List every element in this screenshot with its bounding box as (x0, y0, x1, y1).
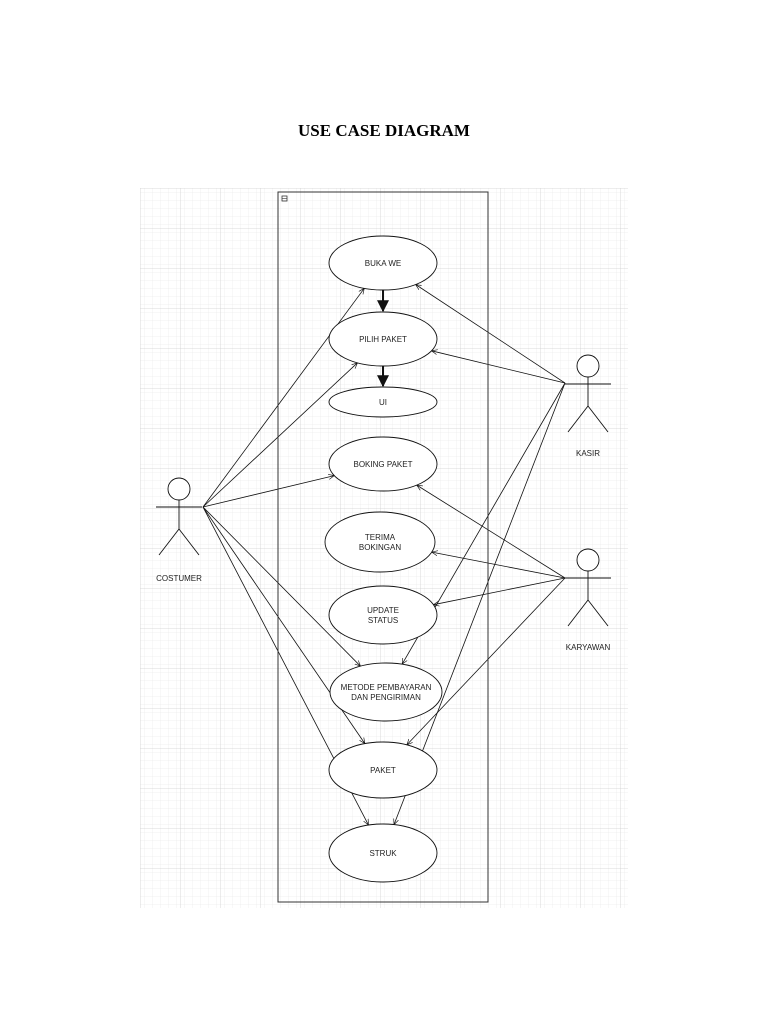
association-costumer-metode_pembayaran (202, 506, 361, 666)
system-boundary (277, 191, 489, 903)
use-case-paket: PAKET (328, 741, 438, 799)
use-case-ellipse (328, 823, 438, 883)
actor-label-costumer: COSTUMER (156, 574, 202, 583)
use-case-ellipse (328, 386, 438, 418)
use-case-ellipse (328, 585, 438, 645)
boundary-icon (281, 195, 288, 202)
association-karyawan-paket (407, 577, 566, 745)
use-case-ellipse (324, 511, 436, 573)
actor-kasir: KASIR (565, 354, 611, 458)
association-karyawan-boking_paket (417, 485, 566, 579)
association-kasir-buka_we (416, 285, 566, 384)
stick-figure-icon (565, 354, 611, 433)
actor-label-karyawan: KARYAWAN (566, 643, 611, 652)
association-karyawan-terima_bokingan (432, 552, 566, 579)
use-case-label: UPDATE (367, 606, 399, 615)
association-costumer-boking_paket (202, 476, 334, 508)
page-title: USE CASE DIAGRAM (298, 121, 470, 140)
stick-figure-icon (156, 477, 202, 556)
actors-layer: COSTUMER KASIR KARYAWAN (156, 354, 611, 652)
use-case-label: PILIH PAKET (359, 335, 407, 344)
association-kasir-pilih_paket (432, 351, 566, 384)
association-karyawan-update_status (434, 577, 566, 605)
use-case-pilih-paket: PILIH PAKET (328, 311, 438, 367)
use-case-label: TERIMA (365, 533, 396, 542)
use-case-label: PAKET (370, 766, 396, 775)
use-case-buka-we: BUKA WE (328, 235, 438, 291)
association-costumer-pilih_paket (202, 363, 358, 508)
use-case-label: STATUS (368, 616, 398, 625)
use-case-label: BOKING PAKET (354, 460, 413, 469)
use-case-label: UI (379, 398, 387, 407)
use-case-label: BOKINGAN (359, 543, 401, 552)
actor-label-kasir: KASIR (576, 449, 600, 458)
use-case-label: BUKA WE (365, 259, 401, 268)
use-case-ui: UI (328, 386, 438, 418)
actor-costumer: COSTUMER (156, 477, 202, 583)
use-case-ellipse (328, 235, 438, 291)
use-case-label: DAN PENGIRIMAN (351, 693, 421, 702)
use-case-ellipse (329, 662, 443, 722)
stick-figure-icon (565, 548, 611, 627)
use-case-ellipse (328, 311, 438, 367)
use-case-ellipse (328, 436, 438, 492)
use-case-ellipse (328, 741, 438, 799)
use-case-label: STRUK (369, 849, 397, 858)
use-cases-layer: BUKA WE PILIH PAKET UI BOKING PAKET TERIMABO… (324, 235, 443, 883)
use-case-struk: STRUK (328, 823, 438, 883)
actor-karyawan: KARYAWAN (565, 548, 611, 652)
use-case-boking-paket: BOKING PAKET (328, 436, 438, 492)
use-case-label: METODE PEMBAYARAN (341, 683, 432, 692)
